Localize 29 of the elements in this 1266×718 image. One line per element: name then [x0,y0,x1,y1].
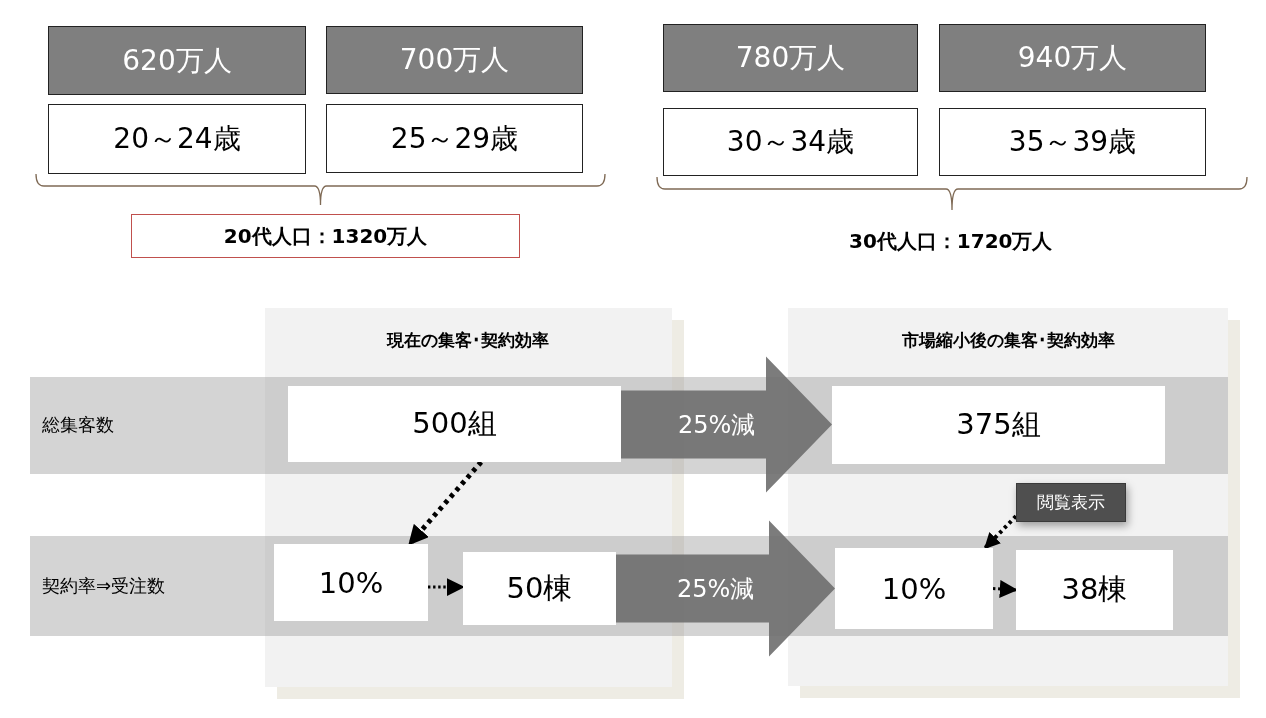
population-box: 780万人 [663,24,918,92]
value-box: 500組 [288,386,621,462]
age-box: 25～29歳 [326,104,583,173]
value-box: 10% [835,548,993,629]
row-label: 契約率⇒受注数 [42,574,166,598]
panel-heading: 市場縮小後の集客･契約効率 [901,328,1115,352]
value-box: 50棟 [463,552,616,625]
block-arrow [621,356,832,493]
value-box: 38棟 [1016,550,1173,630]
population-box: 620万人 [48,26,306,95]
value-box: 10% [274,544,428,621]
age-box: 30～34歳 [663,108,918,176]
row-label: 総集客数 [42,413,114,437]
age-box: 35～39歳 [939,108,1206,176]
dotted-arrow [992,579,1018,598]
dotted-arrow [407,460,484,546]
dotted-arrow [983,514,1018,550]
edge-label: 25%減 [677,573,755,605]
panel-heading: 現在の集客･契約効率 [387,328,549,352]
total-box: 20代人口：1320万人 [131,214,520,258]
edge-label: 25%減 [678,409,756,441]
value-box: 375組 [832,386,1165,464]
total-label: 30代人口：1720万人 [849,227,1053,255]
population-box: 700万人 [326,26,583,94]
population-box: 940万人 [939,24,1206,92]
age-box: 20～24歳 [48,104,306,174]
tooltip: 閲覧表示 [1016,483,1126,522]
dotted-arrow [428,578,465,597]
block-arrow [616,520,835,657]
